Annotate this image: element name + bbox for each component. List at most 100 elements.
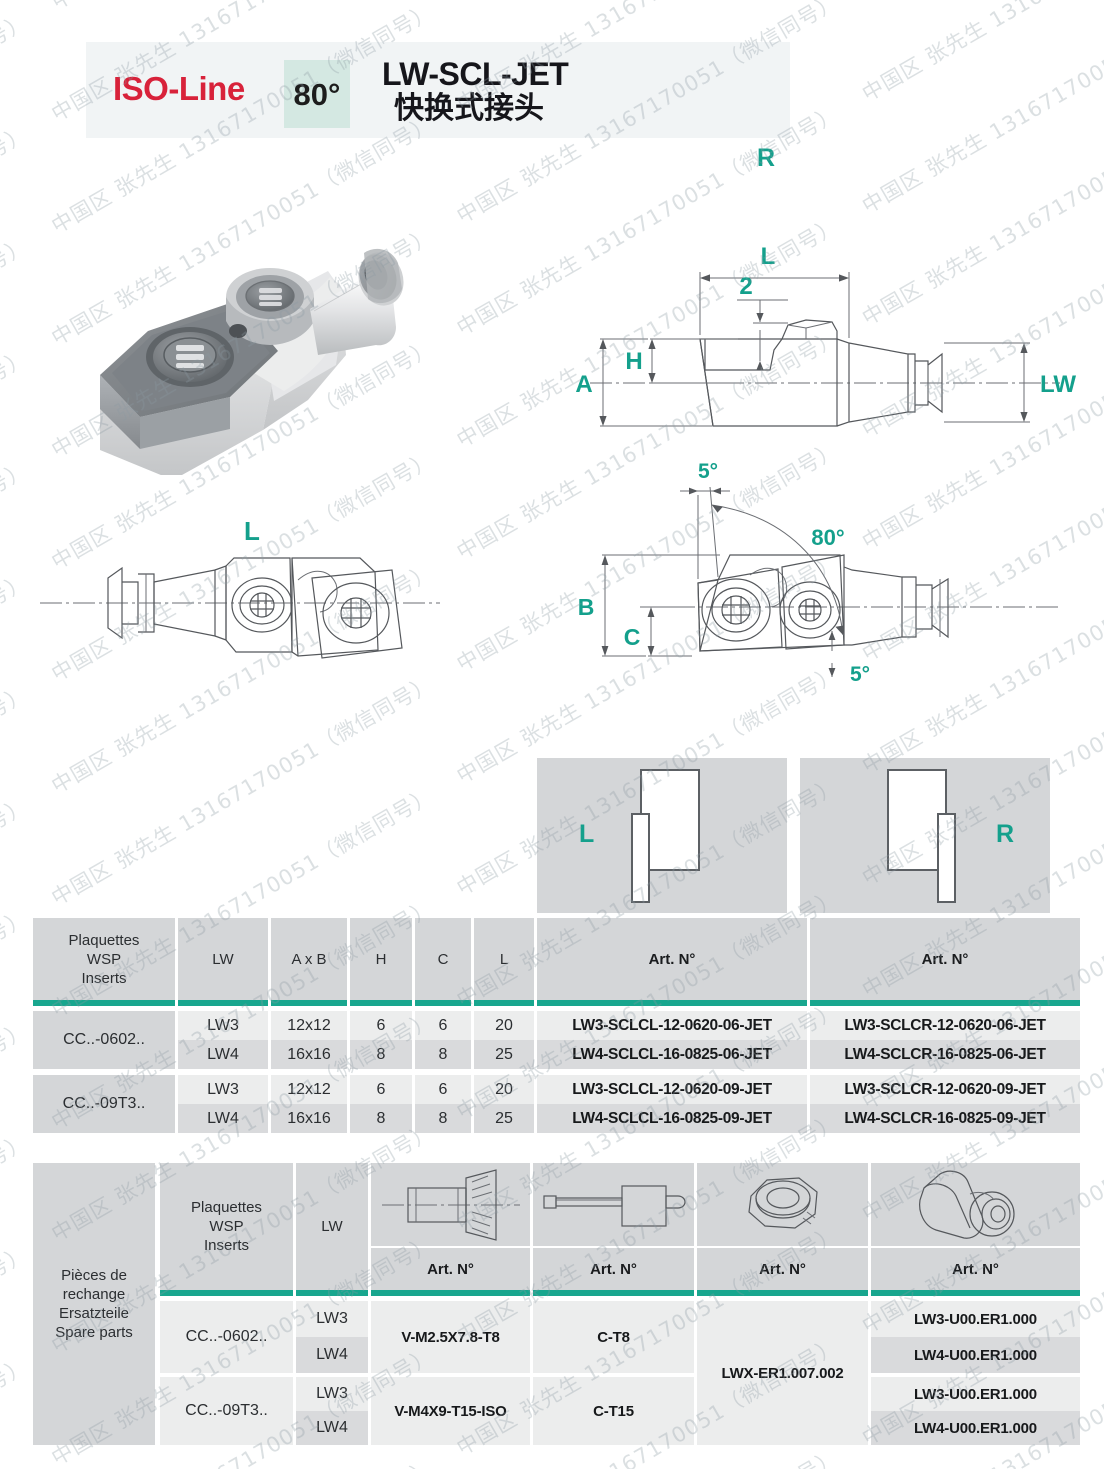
th-lw-rule <box>178 1000 268 1006</box>
spare-td-insert-1: CC..-0602.. <box>160 1301 293 1373</box>
td-c: 8 <box>415 1040 471 1069</box>
angle-label-80: 80° <box>811 525 844 550</box>
td-art-right: LW3-SCLCR-12-0620-09-JET <box>810 1075 1080 1104</box>
spare-th-inserts-line3: Inserts <box>203 1237 249 1254</box>
td-axb: 12x12 <box>271 1075 347 1104</box>
dim-label-H: H <box>625 348 642 375</box>
spare-td-nut: LWX-ER1.007.002 <box>697 1301 868 1445</box>
jet-coupler-icon <box>918 1170 1015 1239</box>
spare-th-inserts-rule <box>160 1290 293 1296</box>
product-title-block: LW-SCL-JET 快换式接头 <box>382 56 742 126</box>
spare-td-lw: LW4 <box>296 1337 368 1373</box>
spare-th-art-nut-label: Art. N° <box>759 1260 806 1278</box>
td-h: 8 <box>350 1104 412 1133</box>
spare-th-art-nut-rule <box>697 1290 868 1296</box>
td-h: 6 <box>350 1011 412 1040</box>
spare-td-lw: LW3 <box>296 1377 368 1411</box>
spare-td-screw: V-M2.5X7.8-T8 <box>371 1301 530 1373</box>
th-inserts-line2: WSP <box>86 950 122 968</box>
insert-code: CC..-09T3.. <box>62 1095 146 1112</box>
spare-th-art-key-label: Art. N° <box>590 1260 637 1278</box>
th-h: H <box>350 918 412 1000</box>
th-art-right-rule <box>810 1000 1080 1006</box>
spare-icon-cell-nut <box>697 1163 868 1246</box>
th-lw-label: LW <box>212 950 234 968</box>
spare-title-line3: Ersatzteile <box>58 1305 130 1322</box>
spare-td-coupler: LW3-U00.ER1.000 <box>871 1377 1080 1411</box>
th-h-label: H <box>375 950 387 968</box>
th-axb-label: A x B <box>291 950 327 968</box>
th-lw: LW <box>178 918 268 1000</box>
hand-box-left-label: L <box>579 820 595 848</box>
spare-td-key: C-T8 <box>533 1301 694 1373</box>
insert-code: CC..-0602.. <box>63 1031 145 1048</box>
spare-th-lw-label: LW <box>321 1218 343 1235</box>
spare-title-line1: Pièces de <box>61 1267 127 1284</box>
th-c: C <box>415 918 471 1000</box>
th-c-label: C <box>437 950 449 968</box>
hand-diagram-left <box>631 769 700 903</box>
td-insert-group-1: CC..-0602.. <box>33 1011 175 1069</box>
spare-title-cell: Pièces de rechange Ersatzteile Spare par… <box>33 1163 155 1445</box>
spare-th-art-screw: Art. N° <box>371 1248 530 1290</box>
header-banner: ISO-Line 80° LW-SCL-JET 快换式接头 <box>86 42 790 138</box>
td-art-right: LW4-SCLCR-16-0825-06-JET <box>810 1040 1080 1069</box>
th-l: L <box>474 918 534 1000</box>
td-h: 8 <box>350 1040 412 1069</box>
spare-th-inserts: Plaquettes WSP Inserts <box>160 1163 293 1290</box>
td-c: 6 <box>415 1075 471 1104</box>
countersunk-screw-icon <box>381 1168 520 1241</box>
product-title: LW-SCL-JET <box>382 56 569 92</box>
spare-title-line2: rechange <box>62 1286 126 1303</box>
th-h-rule <box>350 1000 412 1006</box>
th-art-left-label: Art. N° <box>648 950 696 968</box>
top-view-drawing: 5° 80° 5° C B <box>578 460 1060 686</box>
th-inserts: Plaquettes WSP Inserts <box>33 918 175 1000</box>
hand-box-left: L <box>537 758 787 913</box>
th-art-right-label: Art. N° <box>921 950 969 968</box>
spare-th-inserts-line2: WSP <box>209 1218 244 1235</box>
torx-key-icon <box>543 1184 686 1227</box>
product-3d-render <box>100 248 404 475</box>
angle-badge: 80° <box>284 60 350 128</box>
spare-th-art-screw-label: Art. N° <box>427 1260 474 1278</box>
th-c-rule <box>415 1000 471 1006</box>
left-hand-view-drawing: L <box>40 516 440 659</box>
spare-th-lw: LW <box>296 1163 368 1290</box>
spare-td-insert-2: CC..-09T3.. <box>160 1377 293 1445</box>
td-l: 20 <box>474 1011 534 1040</box>
spare-td-key: C-T15 <box>533 1377 694 1445</box>
th-art-left-rule <box>537 1000 807 1006</box>
angle-label-5-top: 5° <box>698 460 718 483</box>
th-l-rule <box>474 1000 534 1006</box>
td-lw: LW4 <box>178 1040 268 1069</box>
td-axb: 12x12 <box>271 1011 347 1040</box>
spare-th-lw-rule <box>296 1290 368 1296</box>
td-l: 20 <box>474 1075 534 1104</box>
td-art-left: LW3-SCLCL-12-0620-06-JET <box>537 1011 807 1040</box>
td-art-right: LW3-SCLCR-12-0620-06-JET <box>810 1011 1080 1040</box>
th-art-left: Art. N° <box>537 918 807 1000</box>
dim-label-C: C <box>624 624 641 650</box>
product-title-cn: 快换式接头 <box>394 91 544 126</box>
dim-label-2: 2 <box>739 273 752 300</box>
side-view-drawing: L 2 H A LW <box>575 243 1076 427</box>
th-inserts-line3: Inserts <box>81 969 127 987</box>
td-c: 8 <box>415 1104 471 1133</box>
th-l-label: L <box>499 950 509 968</box>
td-axb: 16x16 <box>271 1104 347 1133</box>
clamp-nut-icon <box>747 1176 818 1229</box>
spare-th-art-coupler: Art. N° <box>871 1248 1080 1290</box>
angle-label-5-bottom: 5° <box>850 663 870 686</box>
spare-th-inserts-line1: Plaquettes <box>191 1199 262 1216</box>
td-lw: LW4 <box>178 1104 268 1133</box>
td-h: 6 <box>350 1075 412 1104</box>
td-art-right: LW4-SCLCR-16-0825-09-JET <box>810 1104 1080 1133</box>
td-lw: LW3 <box>178 1011 268 1040</box>
td-insert-group-2: CC..-09T3.. <box>33 1075 175 1133</box>
brand-label: ISO-Line <box>113 70 245 107</box>
td-art-left: LW3-SCLCL-12-0620-09-JET <box>537 1075 807 1104</box>
view-label-L: L <box>244 516 260 546</box>
